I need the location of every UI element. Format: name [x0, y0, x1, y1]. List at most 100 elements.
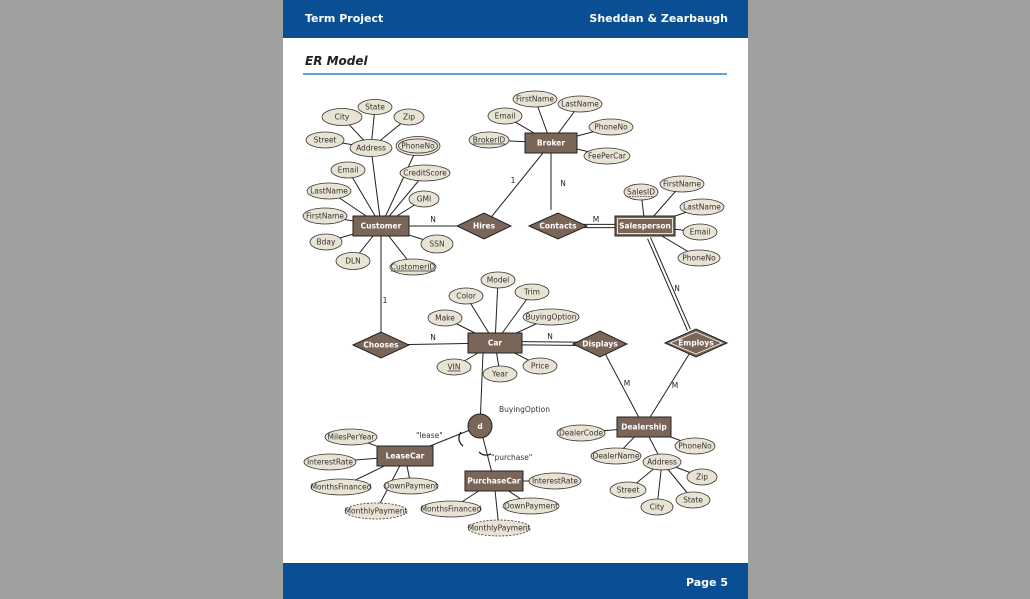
link-displays-dealership: [599, 343, 645, 428]
link-employs-salesperson: [647, 238, 688, 331]
attribute-link-cust-phoneno: [380, 145, 419, 227]
relationship-label-employs: Employs: [678, 339, 714, 348]
entity-car: [467, 332, 523, 354]
attribute-car-trim: [514, 283, 550, 301]
attribute-label-dl-street: Street: [617, 486, 640, 495]
attribute-label-cust-address: Address: [356, 144, 386, 153]
attribute-cust-ssn: [420, 234, 454, 254]
attribute-label-dl-phoneno: PhoneNo: [678, 442, 712, 451]
attribute-label-cust-street: Street: [314, 136, 337, 145]
attribute-label-cust-creditscore: CreditScore: [403, 169, 447, 178]
attribute-label-cust-phoneno: PhoneNo: [401, 142, 435, 151]
weak-entity-inner-border: [617, 218, 673, 234]
attribute-link-cust-address: [370, 147, 382, 227]
attribute-cust-lastname: [306, 182, 352, 200]
attribute-car-model: [480, 271, 516, 289]
attribute-pc-interestrate: [528, 472, 582, 490]
attribute-label-sp-firstname: FirstName: [663, 180, 701, 189]
link-employs-dealership: [643, 342, 697, 428]
attribute-sp-lastname: [679, 198, 725, 216]
attribute-label-lc-monthlypayment: MonthlyPayment: [345, 507, 408, 516]
specialization-lease-label: "lease": [416, 431, 443, 440]
attribute-label-sp-lastname: LastName: [683, 203, 721, 212]
header-authors: Sheddan & Zearbaugh: [589, 12, 728, 25]
attribute-inner-ring-cust-phoneno: [398, 138, 438, 154]
attribute-label-pc-monthsfinanced: MonthsFinanced: [421, 505, 482, 514]
attribute-label-pc-interestrate: InterestRate: [532, 477, 578, 486]
attribute-cust-city: [321, 108, 363, 126]
attribute-label-cust-city: City: [335, 113, 350, 122]
attribute-label-cust-bday: Bday: [317, 238, 337, 247]
attribute-sp-salesid: [623, 183, 659, 201]
attribute-label-car-vin: VIN: [448, 363, 461, 372]
page-header: Term Project Sheddan & Zearbaugh: [283, 0, 748, 38]
entity-customer: [352, 215, 410, 237]
attribute-label-sp-salesid: SalesID: [627, 188, 655, 197]
attribute-label-brk-phoneno: PhoneNo: [594, 123, 628, 132]
attribute-sp-firstname: [659, 175, 705, 193]
attribute-cust-state: [357, 99, 393, 115]
page-number: Page 5: [685, 576, 728, 589]
attribute-pc-monthsfinanced: [420, 500, 482, 518]
attribute-car-price: [522, 357, 558, 375]
attribute-sp-phoneno: [677, 249, 721, 267]
attribute-label-brk-email: Email: [495, 112, 516, 121]
attribute-lc-interestrate: [303, 453, 357, 471]
document-page: Term Project Sheddan & Zearbaugh ER Mode…: [283, 0, 748, 599]
relationship-employs: [663, 328, 729, 358]
specialization-symbol: d: [477, 422, 482, 431]
specialization-circle: [467, 413, 493, 439]
attribute-label-car-model: Model: [487, 276, 510, 285]
attribute-label-lc-downpayment: DownPayment: [384, 482, 438, 491]
entity-label-purchasecar: PurchaseCar: [467, 477, 520, 486]
relationship-displays: [571, 330, 629, 358]
cardinality-chooses-car: N: [430, 333, 436, 342]
attribute-brk-feepercar: [583, 147, 631, 165]
attribute-cust-dln: [335, 252, 371, 270]
attribute-brk-email: [487, 107, 523, 125]
attribute-label-pc-downpayment: DownPayment: [504, 502, 558, 511]
attribute-label-lc-interestrate: InterestRate: [307, 458, 353, 467]
entity-dealership: [616, 416, 672, 438]
cardinality-contacts-salesperson: M: [593, 215, 599, 224]
attribute-cust-address: [349, 139, 393, 157]
attribute-label-dl-city: City: [650, 503, 665, 512]
link-hires-broker: [483, 142, 552, 227]
attribute-label-dl-dealername: DealerName: [593, 452, 640, 461]
attribute-label-dl-state: State: [683, 496, 703, 505]
specialization-attribute: BuyingOption: [499, 405, 550, 414]
attribute-dl-dealercode: [556, 424, 606, 442]
link-employs-salesperson: [650, 237, 691, 330]
cardinality-hires-broker: 1: [511, 176, 516, 185]
header-title: Term Project: [305, 12, 384, 25]
attribute-dl-state: [675, 491, 711, 509]
attribute-car-buyingoption: [522, 308, 580, 326]
attribute-label-cust-gmi: GMI: [417, 195, 432, 204]
attribute-label-cust-dln: DLN: [345, 257, 361, 266]
entity-leasecar: [376, 445, 434, 467]
attribute-label-brk-feepercar: FeePerCar: [588, 152, 627, 161]
attribute-car-vin: [436, 358, 472, 376]
attribute-label-car-price: Price: [531, 362, 550, 371]
attribute-label-sp-phoneno: PhoneNo: [682, 254, 716, 263]
attribute-label-car-buyingoption: BuyingOption: [526, 313, 577, 322]
attribute-label-car-color: Color: [456, 292, 476, 301]
attribute-label-brk-brokerid: BrokerID: [473, 136, 506, 145]
section-title: ER Model: [305, 54, 368, 68]
attribute-car-year: [482, 365, 518, 383]
attribute-label-brk-firstname: FirstName: [516, 95, 554, 104]
relationship-label-chooses: Chooses: [363, 341, 399, 350]
entity-label-broker: Broker: [537, 139, 565, 148]
attribute-label-car-make: Make: [435, 314, 455, 323]
section-rule: [303, 73, 727, 75]
attribute-cust-gmi: [408, 190, 440, 208]
attribute-label-brk-lastname: LastName: [561, 100, 599, 109]
attribute-brk-lastname: [557, 95, 603, 113]
attribute-label-sp-email: Email: [690, 228, 711, 237]
cardinality-contacts-broker: N: [560, 179, 566, 188]
page-footer: Page 5: [283, 563, 748, 599]
attribute-dl-zip: [686, 468, 718, 486]
relationship-label-displays: Displays: [582, 340, 618, 349]
attribute-car-color: [448, 287, 484, 305]
attribute-brk-phoneno: [588, 118, 634, 136]
